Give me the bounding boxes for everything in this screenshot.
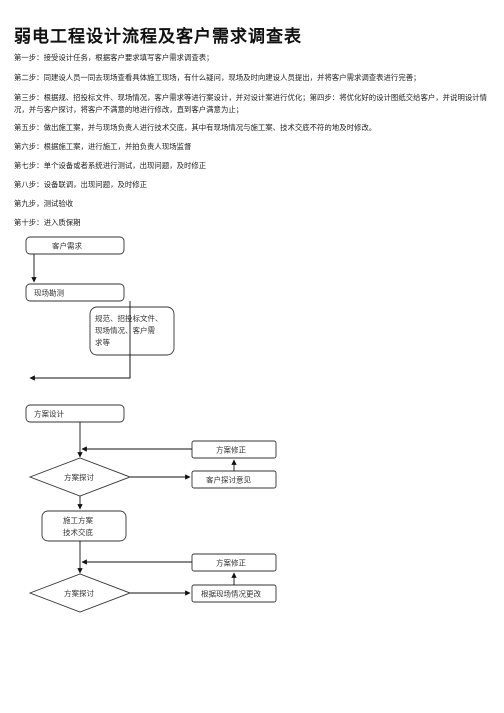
step-2: 第二步：同建设人员一同去现场查看具体施工现场，有什么疑问，现场及时向建设人员提出… [14,73,421,82]
scheme-design-box [25,404,125,423]
requirements-note-box [89,306,175,356]
step-1: 第一步：接受设计任务，根据客户要求填写客户需求调查表； [14,53,214,62]
note-line-1: 规范、招投标文件、 [95,313,163,323]
note-line-2: 现场情况、客户需 [95,325,155,335]
arrow-survey-to-design [29,301,131,381]
note-line-3: 求等 [95,337,110,347]
scheme-discuss-label-1: 方案探讨 [64,472,94,482]
step-6: 第六步：根据施工案，进行施工，并拍负责人现场监督 [14,142,192,151]
construction-line-1: 施工方案 [63,515,93,525]
customer-feedback-label: 客户探讨意见 [206,475,251,485]
customer-needs-box [25,236,125,255]
scheme-fix-label-2: 方案修正 [216,558,246,568]
step-3: 第三步：根据规、招投标文件、现场情况，客户需求等进行案设计，并对设计案进行优化；… [14,93,488,114]
scheme-fix-box-1 [191,440,277,459]
site-survey-box [25,283,125,302]
step-7: 第七步：单个设备或者系统进行测试，出现问题，及时修正 [14,161,207,170]
scheme-design-label: 方案设计 [34,409,64,419]
customer-needs-label: 客户需求 [52,241,82,251]
scheme-fix-label-1: 方案修正 [216,445,246,455]
page-title: 弱电工程设计流程及客户需求调查表 [14,27,302,47]
scheme-fix-box-2 [191,553,277,572]
construction-plan-box [41,510,127,542]
step-5: 第五步：做出施工案，并与现场负责人进行技术交底，其中有现场情况与施工案、技术交底… [14,123,377,132]
step-8: 第八步：设备联调，出现问题，及时修正 [14,180,148,189]
site-survey-label: 现场勘测 [34,289,64,298]
scheme-discuss-label-2: 方案探讨 [64,588,94,598]
step-10: 第十步：进入质保期 [14,218,81,227]
construction-line-2: 技术交底 [63,527,93,537]
step-9: 第九步，测试验收 [14,199,74,208]
site-change-label: 根据现场情况更改 [201,589,261,599]
